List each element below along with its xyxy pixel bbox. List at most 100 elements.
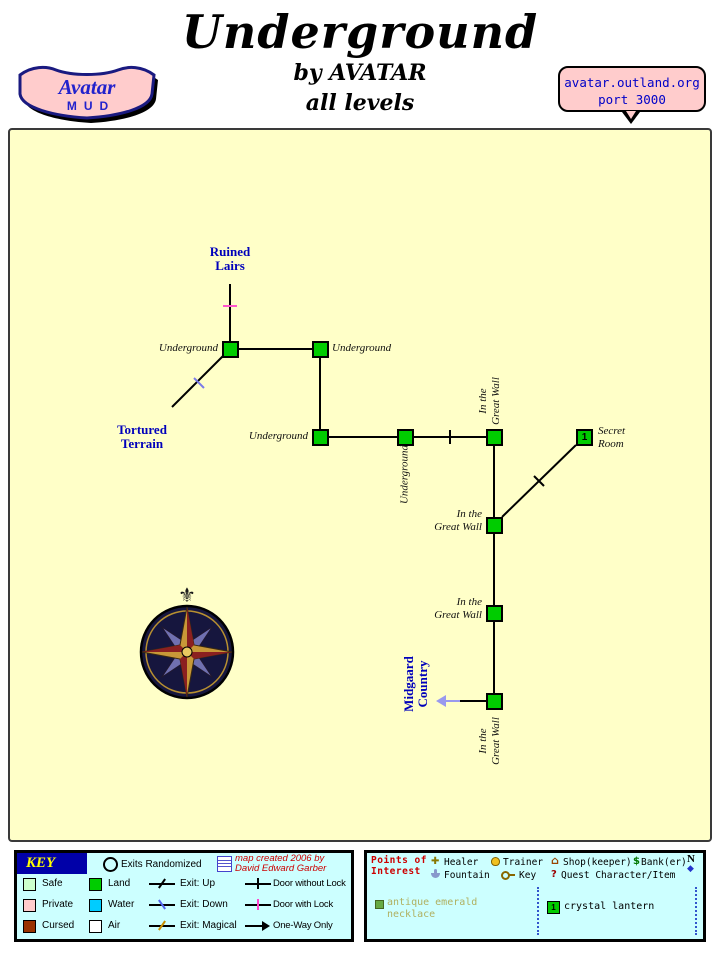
room-label-wall-2: In the Great Wall — [390, 508, 482, 534]
room-label-secret: Secret Room — [598, 425, 652, 451]
exits-randomized-label: Exits Randomized — [121, 859, 202, 870]
poi-item-necklace: antique emerald necklace — [387, 897, 477, 921]
dotted-divider — [537, 887, 539, 935]
room-label-line: Great Wall — [490, 717, 502, 765]
door-tick — [257, 878, 259, 889]
door-icon-diagonal — [533, 475, 545, 487]
door-with-lock-label: Door with Lock — [273, 899, 334, 910]
private-swatch — [23, 899, 36, 912]
area-label-line: Lairs — [215, 258, 245, 273]
door-with-lock-icon — [245, 898, 271, 911]
bank-label: Bank(er) — [641, 857, 687, 868]
area-label-line: Country — [415, 660, 430, 708]
room-label-underground-nw: Underground — [158, 342, 218, 354]
room-underground-east — [397, 429, 414, 446]
levels-label: all levels — [305, 90, 415, 116]
server-address-box: avatar.outland.org port 3000 — [558, 66, 706, 124]
safe-swatch — [23, 878, 36, 891]
north-diamond-icon: ◆ — [687, 864, 694, 874]
room-label-line: In the — [456, 596, 482, 608]
healer-icon: ✚ — [431, 856, 440, 867]
room-label-wall-top: In the Great Wall — [477, 369, 503, 433]
page-title: Underground — [181, 5, 539, 59]
poi-title: Points of Interest — [371, 855, 427, 877]
poi-title-line: Interest — [371, 866, 421, 877]
room-label-line: Secret — [598, 425, 626, 437]
water-label: Water — [108, 899, 135, 910]
key-legend: KEY Exits Randomized map created 2006 by… — [14, 850, 354, 942]
poi-title-line: Points of — [371, 855, 427, 866]
byline: by AVATAR — [293, 60, 427, 86]
door-without-lock-label: Door without Lock — [273, 878, 346, 889]
map-connections — [171, 284, 577, 707]
fountain-label: Fountain — [444, 870, 490, 881]
logo-sub: MUD — [67, 99, 115, 113]
compass-rose — [139, 604, 235, 700]
server-host: avatar.outland.org — [564, 75, 700, 90]
avatar-mud-logo: Avatar MUD — [18, 65, 158, 123]
one-way-arrowhead — [436, 695, 446, 707]
air-swatch — [89, 920, 102, 933]
room-label-wall-4: In the Great Wall — [477, 709, 503, 773]
cursed-label: Cursed — [42, 920, 75, 931]
area-label-ruined-lairs: Ruined Lairs — [180, 245, 280, 273]
poi-item-number-icon: 1 — [547, 901, 560, 914]
room-label-wall-3: In the Great Wall — [390, 596, 482, 622]
room-great-wall-3 — [486, 605, 503, 622]
water-swatch — [89, 899, 102, 912]
room-label-underground-rot: Underground — [398, 444, 411, 505]
one-way-arrowhead — [262, 921, 270, 931]
shop-label: Shop(keeper) — [563, 857, 632, 868]
room-secret: 1 — [576, 429, 593, 446]
trainer-label: Trainer — [503, 857, 544, 868]
poi-item-line: antique emerald — [387, 897, 478, 908]
one-way-label: One-Way Only — [273, 920, 333, 931]
one-way-line — [245, 925, 263, 927]
room-label-line: In the — [456, 508, 482, 520]
room-label-underground-mid: Underground — [248, 430, 308, 442]
map-canvas: 1 Ruined Lairs Tortured Terrain Midgaard… — [8, 128, 712, 842]
poi-item-line: necklace — [387, 909, 436, 920]
room-underground-nw — [222, 341, 239, 358]
room-label-line: Great Wall — [490, 377, 502, 425]
quest-label: Quest Character/Item — [561, 870, 676, 881]
area-label-line: Tortured — [117, 422, 167, 437]
shop-icon: ⌂ — [551, 854, 559, 867]
safe-label: Safe — [42, 878, 63, 889]
exit-up-icon — [149, 877, 175, 890]
key-icon-stem — [508, 874, 515, 876]
credit-line: map created 2006 by — [235, 853, 325, 864]
exit-down-icon — [149, 898, 175, 911]
fountain-icon — [431, 873, 440, 878]
room-label-line: In the — [477, 728, 489, 754]
key-label: Key — [519, 870, 537, 881]
quest-icon: ? — [551, 869, 557, 880]
logo-name: Avatar — [57, 75, 117, 99]
door-lock-tick — [257, 899, 259, 910]
land-swatch — [89, 878, 102, 891]
trainer-lamp-icon — [491, 857, 500, 866]
door-without-lock-icon — [245, 877, 271, 890]
area-label-midgaard-country: Midgaard Country — [401, 644, 430, 724]
exit-magical-label: Exit: Magical — [180, 920, 237, 931]
fountain-icon-jet — [434, 869, 437, 873]
key-title: KEY — [17, 853, 87, 874]
poi-item-bullet — [375, 900, 384, 909]
room-label-underground-ne: Underground — [332, 342, 392, 354]
cursed-swatch — [23, 920, 36, 933]
land-label: Land — [108, 878, 131, 889]
exits-randomized-icon — [103, 857, 118, 872]
room-underground-mid — [312, 429, 329, 446]
room-label-line: Great Wall — [434, 609, 482, 621]
exit-up-label: Exit: Up — [180, 878, 216, 889]
room-underground-ne — [312, 341, 329, 358]
north-indicator: N — [687, 853, 695, 865]
room-great-wall-2 — [486, 517, 503, 534]
server-port: port 3000 — [598, 92, 666, 107]
scroll-icon — [217, 856, 232, 872]
bank-icon: $ — [633, 856, 640, 867]
points-of-interest: Points of Interest ✚ Healer Trainer ⌂ Sh… — [364, 850, 706, 942]
room-great-wall-1 — [486, 429, 503, 446]
room-label-line: Room — [598, 438, 624, 450]
